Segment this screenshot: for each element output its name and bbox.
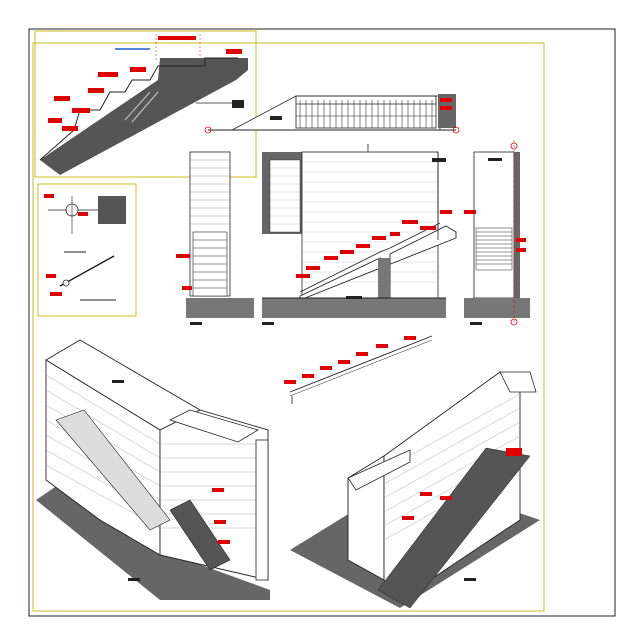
detail-viewport-frame bbox=[34, 30, 257, 178]
rail-profile-drawing bbox=[284, 335, 433, 404]
long-elevation-drawing bbox=[196, 94, 460, 134]
side-section-drawing bbox=[464, 140, 530, 326]
main-viewport-frame bbox=[32, 42, 545, 612]
outer-frame bbox=[28, 28, 616, 617]
main-section-drawing bbox=[262, 144, 457, 325]
isometric-left-drawing bbox=[36, 339, 270, 600]
handrail-viewport-frame bbox=[37, 183, 137, 317]
grid-marker-left bbox=[204, 126, 212, 134]
detail-title-bar bbox=[158, 36, 196, 40]
front-section-drawing bbox=[176, 151, 254, 325]
grid-marker-right bbox=[452, 126, 460, 134]
isometric-right-drawing bbox=[290, 371, 540, 609]
detail-section-drawing bbox=[39, 34, 248, 175]
handrail-detail-drawing bbox=[44, 194, 126, 301]
